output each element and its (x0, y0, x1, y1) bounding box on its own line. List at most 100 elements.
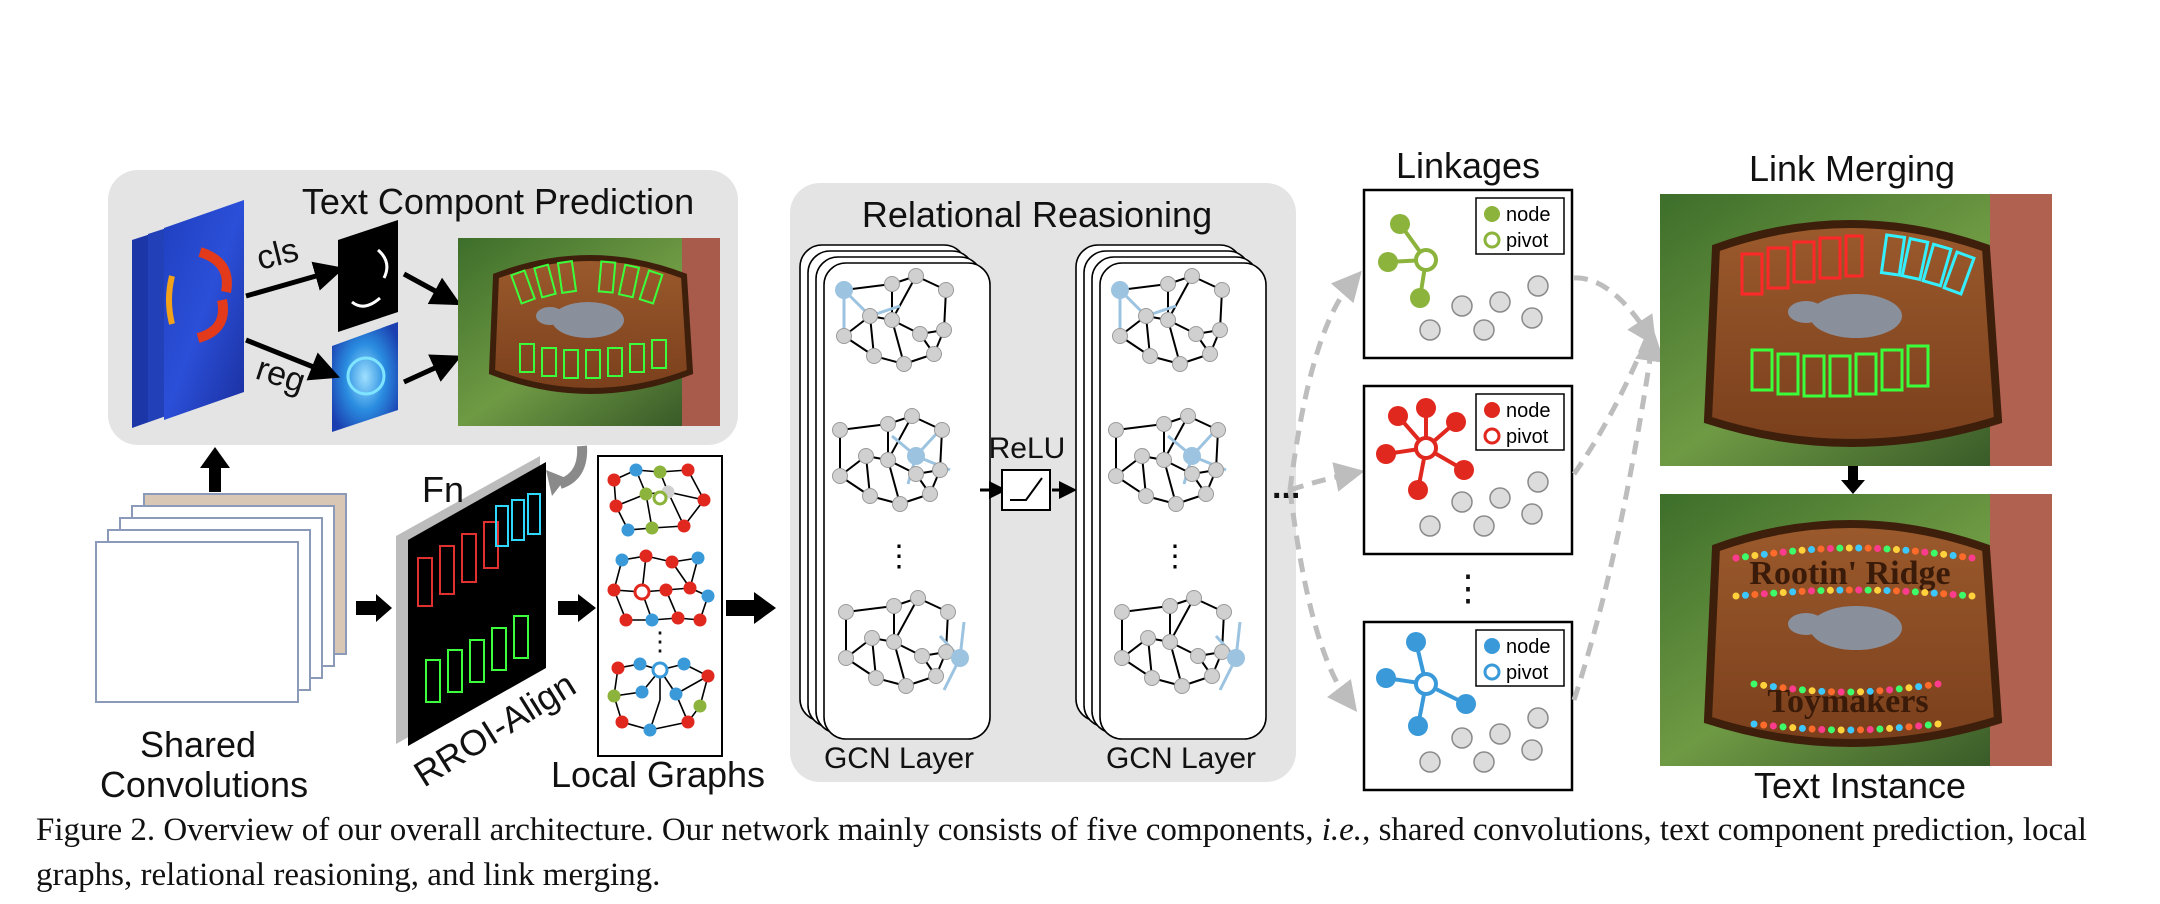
linkage-other-node (1489, 723, 1511, 745)
instance-dot (1934, 680, 1942, 688)
linkages-title: Linkages (1396, 145, 1540, 186)
instance-dot (1760, 721, 1768, 729)
linkage-node (1406, 632, 1426, 652)
graph-node (619, 613, 633, 627)
graph-node (904, 408, 920, 424)
local-graphs: ⋮ Local Graphs (551, 455, 765, 795)
instance-dot (1808, 587, 1816, 595)
instance-dot (1905, 684, 1913, 692)
linkage-other-node (1527, 707, 1549, 729)
graph-node (1114, 604, 1130, 620)
gcn-vdots: ⋮ (884, 540, 914, 573)
gcn-stack-2: ⋮ (1075, 244, 1267, 740)
graph-node (838, 650, 854, 666)
graph-pivot (835, 281, 853, 299)
graph-node (938, 282, 954, 298)
caption-ie: i.e. (1321, 812, 1363, 848)
graph-node (1202, 346, 1218, 362)
graph-node (607, 473, 621, 487)
instance-dot (1886, 686, 1894, 694)
instance-dot (1855, 544, 1863, 552)
graph-pivot (1111, 281, 1129, 299)
instance-dot (1779, 588, 1787, 596)
gcn-stack-1: ⋮ (799, 244, 991, 740)
graph-node (1204, 668, 1220, 684)
text-instance-image: Rootin' Ridge Toymakers (1660, 494, 2052, 766)
linkage-other-node (1489, 291, 1511, 313)
linkage-other-node (1419, 751, 1441, 773)
instance-dot (1798, 724, 1806, 732)
graph-node (665, 555, 679, 569)
graph-node (1162, 598, 1178, 614)
gcn-layer-label-1: GCN Layer (824, 742, 974, 775)
linkage-node (1408, 716, 1428, 736)
graph-node (880, 452, 896, 468)
link-merging-image (1660, 194, 2052, 466)
graph-node (1210, 422, 1226, 438)
graph-node (892, 496, 908, 512)
instance-dot (1924, 681, 1932, 689)
legend-node-icon (1484, 402, 1500, 418)
legend-pivot-icon (1483, 663, 1501, 681)
graph-node (1162, 634, 1178, 650)
linkage-pivot (1414, 672, 1438, 696)
instance-dot (1949, 552, 1957, 560)
instance-dot (1826, 586, 1834, 594)
graph-node (671, 611, 685, 625)
graph-node (1172, 356, 1188, 372)
graph-node (866, 348, 882, 364)
graph-node (1216, 604, 1232, 620)
instance-dot (1750, 680, 1758, 688)
instance-dot (1895, 685, 1903, 693)
graph-node (1142, 348, 1158, 364)
linkage-node (1390, 214, 1410, 234)
graph-node (621, 523, 635, 537)
graph-node (639, 549, 653, 563)
graph-node (880, 416, 896, 432)
instance-dot (1750, 720, 1758, 728)
graph-node (914, 648, 930, 664)
instance-dot (1930, 589, 1938, 597)
graph-node (643, 723, 657, 737)
instance-dot (1968, 592, 1976, 600)
linkage-other-node (1521, 739, 1543, 761)
pivot-node (651, 661, 669, 679)
graph-node (629, 463, 643, 477)
relu-label: ReLU (989, 432, 1066, 465)
linkage-other-node (1451, 727, 1473, 749)
instance-dot (1789, 685, 1797, 693)
linkage-other-node (1473, 515, 1495, 537)
graph-node (1112, 328, 1128, 344)
graph-node (693, 613, 707, 627)
instance-dot (1876, 687, 1884, 695)
graph-node (886, 634, 902, 650)
graph-node (908, 268, 924, 284)
graph-edge (893, 597, 919, 643)
legend-node-label: node (1506, 400, 1551, 422)
linkage-other-node (1419, 319, 1441, 341)
instance-dot (1883, 587, 1891, 595)
graph-node (635, 685, 649, 699)
instance-dot (1827, 688, 1835, 696)
linkage-node (1376, 668, 1396, 688)
graph-node (1184, 268, 1200, 284)
sign-top-text: Rootin' Ridge (1749, 555, 1950, 592)
graph-node (932, 462, 948, 478)
linkage-other-node (1473, 319, 1495, 341)
instance-dot (1845, 586, 1853, 594)
instance-dot (1789, 547, 1797, 555)
graph-node (1190, 648, 1206, 664)
graph-pivot (1227, 649, 1245, 667)
graph-node (1134, 448, 1150, 464)
instance-dot (1902, 546, 1910, 554)
linkage-node (1410, 288, 1430, 308)
legend-pivot-icon (1483, 427, 1501, 445)
graph-node (1212, 322, 1228, 338)
local-graph-nodes (607, 463, 715, 737)
instance-dot (1883, 545, 1891, 553)
instance-dot (1847, 726, 1855, 734)
graph-node (701, 589, 715, 603)
graph-node (1144, 670, 1160, 686)
instance-dot (1915, 722, 1923, 730)
